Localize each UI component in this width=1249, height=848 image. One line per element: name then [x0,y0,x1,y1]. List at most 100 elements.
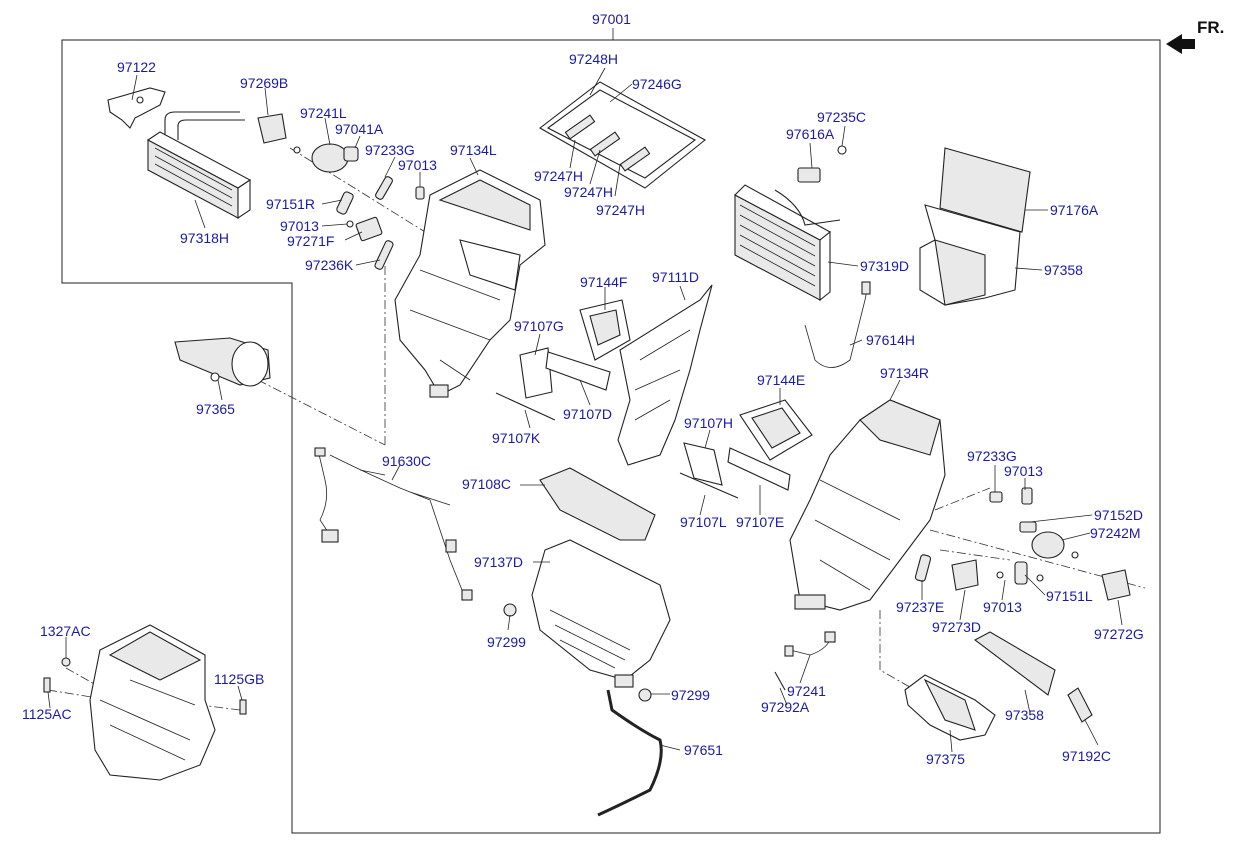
label-97233G-left: 97233G [365,142,415,158]
door-97107K [495,392,556,421]
label-97176A: 97176A [1050,202,1099,218]
label-97358-b: 97358 [1005,707,1044,723]
wiring-harness-91630C [314,447,473,601]
label-97151L: 97151L [1046,588,1093,604]
label-97241: 97241 [787,683,826,699]
assembly-guide-line [929,529,1146,589]
label-97144F: 97144F [580,274,627,290]
label-97318H: 97318H [180,230,229,246]
assembly-number-label: 97001 [592,11,631,27]
label-97358-a: 97358 [1044,262,1083,278]
label-97292A: 97292A [761,699,810,715]
orientation-label: FR. [1197,18,1224,37]
label-97144E: 97144E [757,372,805,388]
label-1327AC: 1327AC [40,623,91,639]
door-97144E [739,399,813,461]
label-97365: 97365 [196,401,235,417]
label-97273D: 97273D [932,619,981,635]
label-97616A: 97616A [786,126,835,142]
label-1125GB: 1125GB [214,671,264,687]
label-97107G: 97107G [514,318,564,334]
label-97107E: 97107E [736,514,784,530]
label-97269B: 97269B [240,75,288,91]
label-97272G: 97272G [1094,626,1144,642]
label-91630C: 91630C [382,453,431,469]
heater-core [146,111,252,220]
door-97107L [679,472,739,499]
label-97233G-right: 97233G [967,448,1017,464]
label-97242M: 97242M [1090,525,1141,541]
label-97375: 97375 [926,751,965,767]
actuator-97269B [257,113,287,144]
label-97299-b: 97299 [671,687,710,703]
label-97107D: 97107D [563,406,612,422]
label-97152D: 97152D [1094,507,1143,523]
label-97235C: 97235C [817,109,866,125]
grommet-97299-a [503,603,517,617]
case-left-97134L [394,169,546,398]
label-97013-a: 97013 [398,157,437,173]
duct-97375 [904,674,996,741]
assembly-guide-line [289,147,431,236]
label-97107L: 97107L [680,514,727,530]
label-97137D: 97137D [474,554,523,570]
blower-motor-97365 [174,337,271,387]
label-97107H: 97107H [684,415,733,431]
label-97319D: 97319D [860,258,909,274]
door-97107E [727,447,791,491]
label-97111D: 97111D [652,269,699,285]
filter-cover [539,81,706,189]
door-97107H [683,442,723,486]
assembly-guide-line [199,704,241,711]
label-97247H-2: 97247H [564,184,613,200]
bracket-97122 [107,87,166,129]
label-97247H-3: 97247H [596,202,645,218]
label-97248H: 97248H [569,51,618,67]
label-1125AC: 1125AC [22,706,72,722]
label-97134R: 97134R [880,365,929,381]
mode-actuator-97041A [293,143,359,173]
label-97241L: 97241L [300,105,347,121]
label-97614H: 97614H [866,332,915,348]
label-97651: 97651 [684,742,723,758]
label-97107K: 97107K [492,430,541,446]
label-97247H-1: 97247H [534,168,583,184]
actuator-group-right [914,487,1131,601]
label-97122: 97122 [117,59,156,75]
label-97236K: 97236K [305,257,354,273]
leader-lines [47,67,1123,753]
sensor-97241 [774,631,836,691]
label-97151R: 97151R [266,196,315,212]
evaporator-97319D [734,145,847,302]
label-97192C: 97192C [1062,748,1111,764]
panel-97176A [939,147,1031,233]
label-97041A: 97041A [335,121,384,137]
door-97107G [519,347,553,399]
duct-97358-upper [919,204,1021,306]
door-97107D [545,351,611,391]
assembly-guide-line [879,610,916,691]
front-arrow-icon [1166,34,1195,54]
label-97108C: 97108C [462,476,511,492]
assembly-guide-line [934,487,991,511]
label-97237E: 97237E [896,599,944,615]
grommet-97299-b [638,688,652,702]
assembly-guide-line [257,379,386,446]
label-97013-b: 97013 [280,218,319,234]
label-97271F: 97271F [287,233,334,249]
assembly-guide-line [939,549,1011,561]
label-97013-c: 97013 [1004,463,1043,479]
lower-case-97137D [531,539,671,688]
hvac-assembly-overview [43,624,247,781]
lever-97151R [336,176,425,270]
center-panel-97111D [617,284,713,466]
assembly-frame [61,39,1161,834]
drain-hose-97651 [597,689,663,817]
label-97246G: 97246G [632,76,682,92]
label-97299-a: 97299 [487,634,526,650]
label-97013-d: 97013 [983,599,1022,615]
filter-frame-97108C [539,467,656,541]
door-97144F [579,299,631,361]
label-97134L: 97134L [450,142,497,158]
